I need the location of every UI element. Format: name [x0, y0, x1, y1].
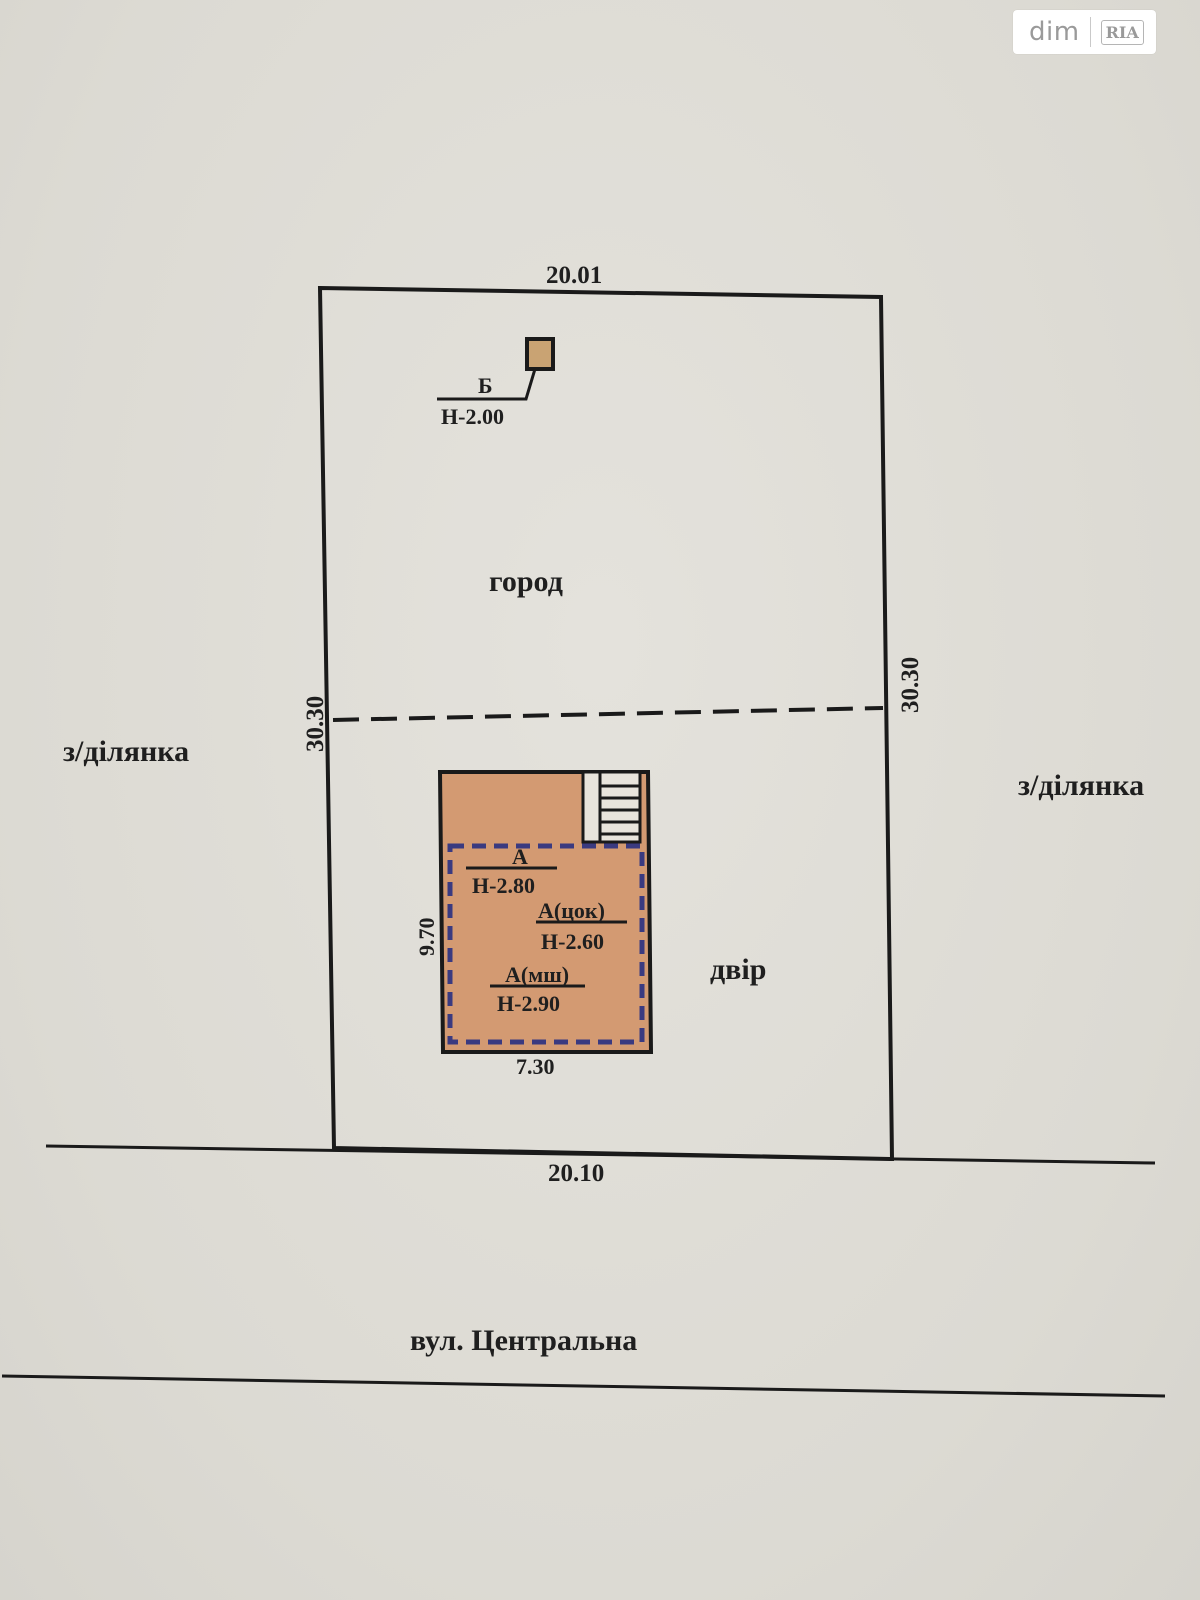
plot-right-dim: 30.30 [897, 657, 924, 713]
outbuilding-marker [525, 337, 555, 371]
watermark-separator [1089, 17, 1091, 47]
zone-divider [332, 706, 884, 722]
house-attic-height: Н-2.90 [497, 991, 560, 1016]
house-staircase [581, 770, 642, 844]
staircase-steps [598, 772, 640, 842]
outbuilding-label: Б [478, 373, 493, 398]
house-attic-label: А(мш) [505, 962, 569, 987]
street-line-lower [1, 1374, 1166, 1398]
neighbor-right-label: з/ділянка [1018, 769, 1144, 802]
house-depth-dim: 9.70 [414, 918, 439, 957]
house-a-label: А [512, 844, 528, 869]
plot-bottom-dim: 20.10 [548, 1160, 604, 1187]
house-a-height: Н-2.80 [472, 873, 535, 898]
watermark-badge: RIA [1100, 19, 1144, 45]
zone-yard-label: двір [710, 953, 766, 986]
outbuilding-height: Н-2.00 [441, 404, 504, 429]
street-name-label: вул. Центральна [410, 1324, 637, 1357]
house-dashed-outline [447, 843, 645, 1045]
house-basement-height: Н-2.60 [541, 929, 604, 954]
plot-top-dim: 20.01 [546, 262, 602, 289]
outbuilding-leader-line [437, 368, 537, 401]
plot-left-dim: 30.30 [302, 696, 329, 752]
house-basement-label: А(цок) [538, 898, 605, 923]
house-width-dim: 7.30 [516, 1054, 555, 1079]
zone-garden-label: город [489, 565, 563, 598]
street-line-upper [45, 1144, 1156, 1165]
dim-ria-watermark: dim RIA [1013, 10, 1156, 54]
neighbor-left-label: з/ділянка [63, 735, 189, 768]
watermark-brand: dim [1029, 17, 1080, 47]
